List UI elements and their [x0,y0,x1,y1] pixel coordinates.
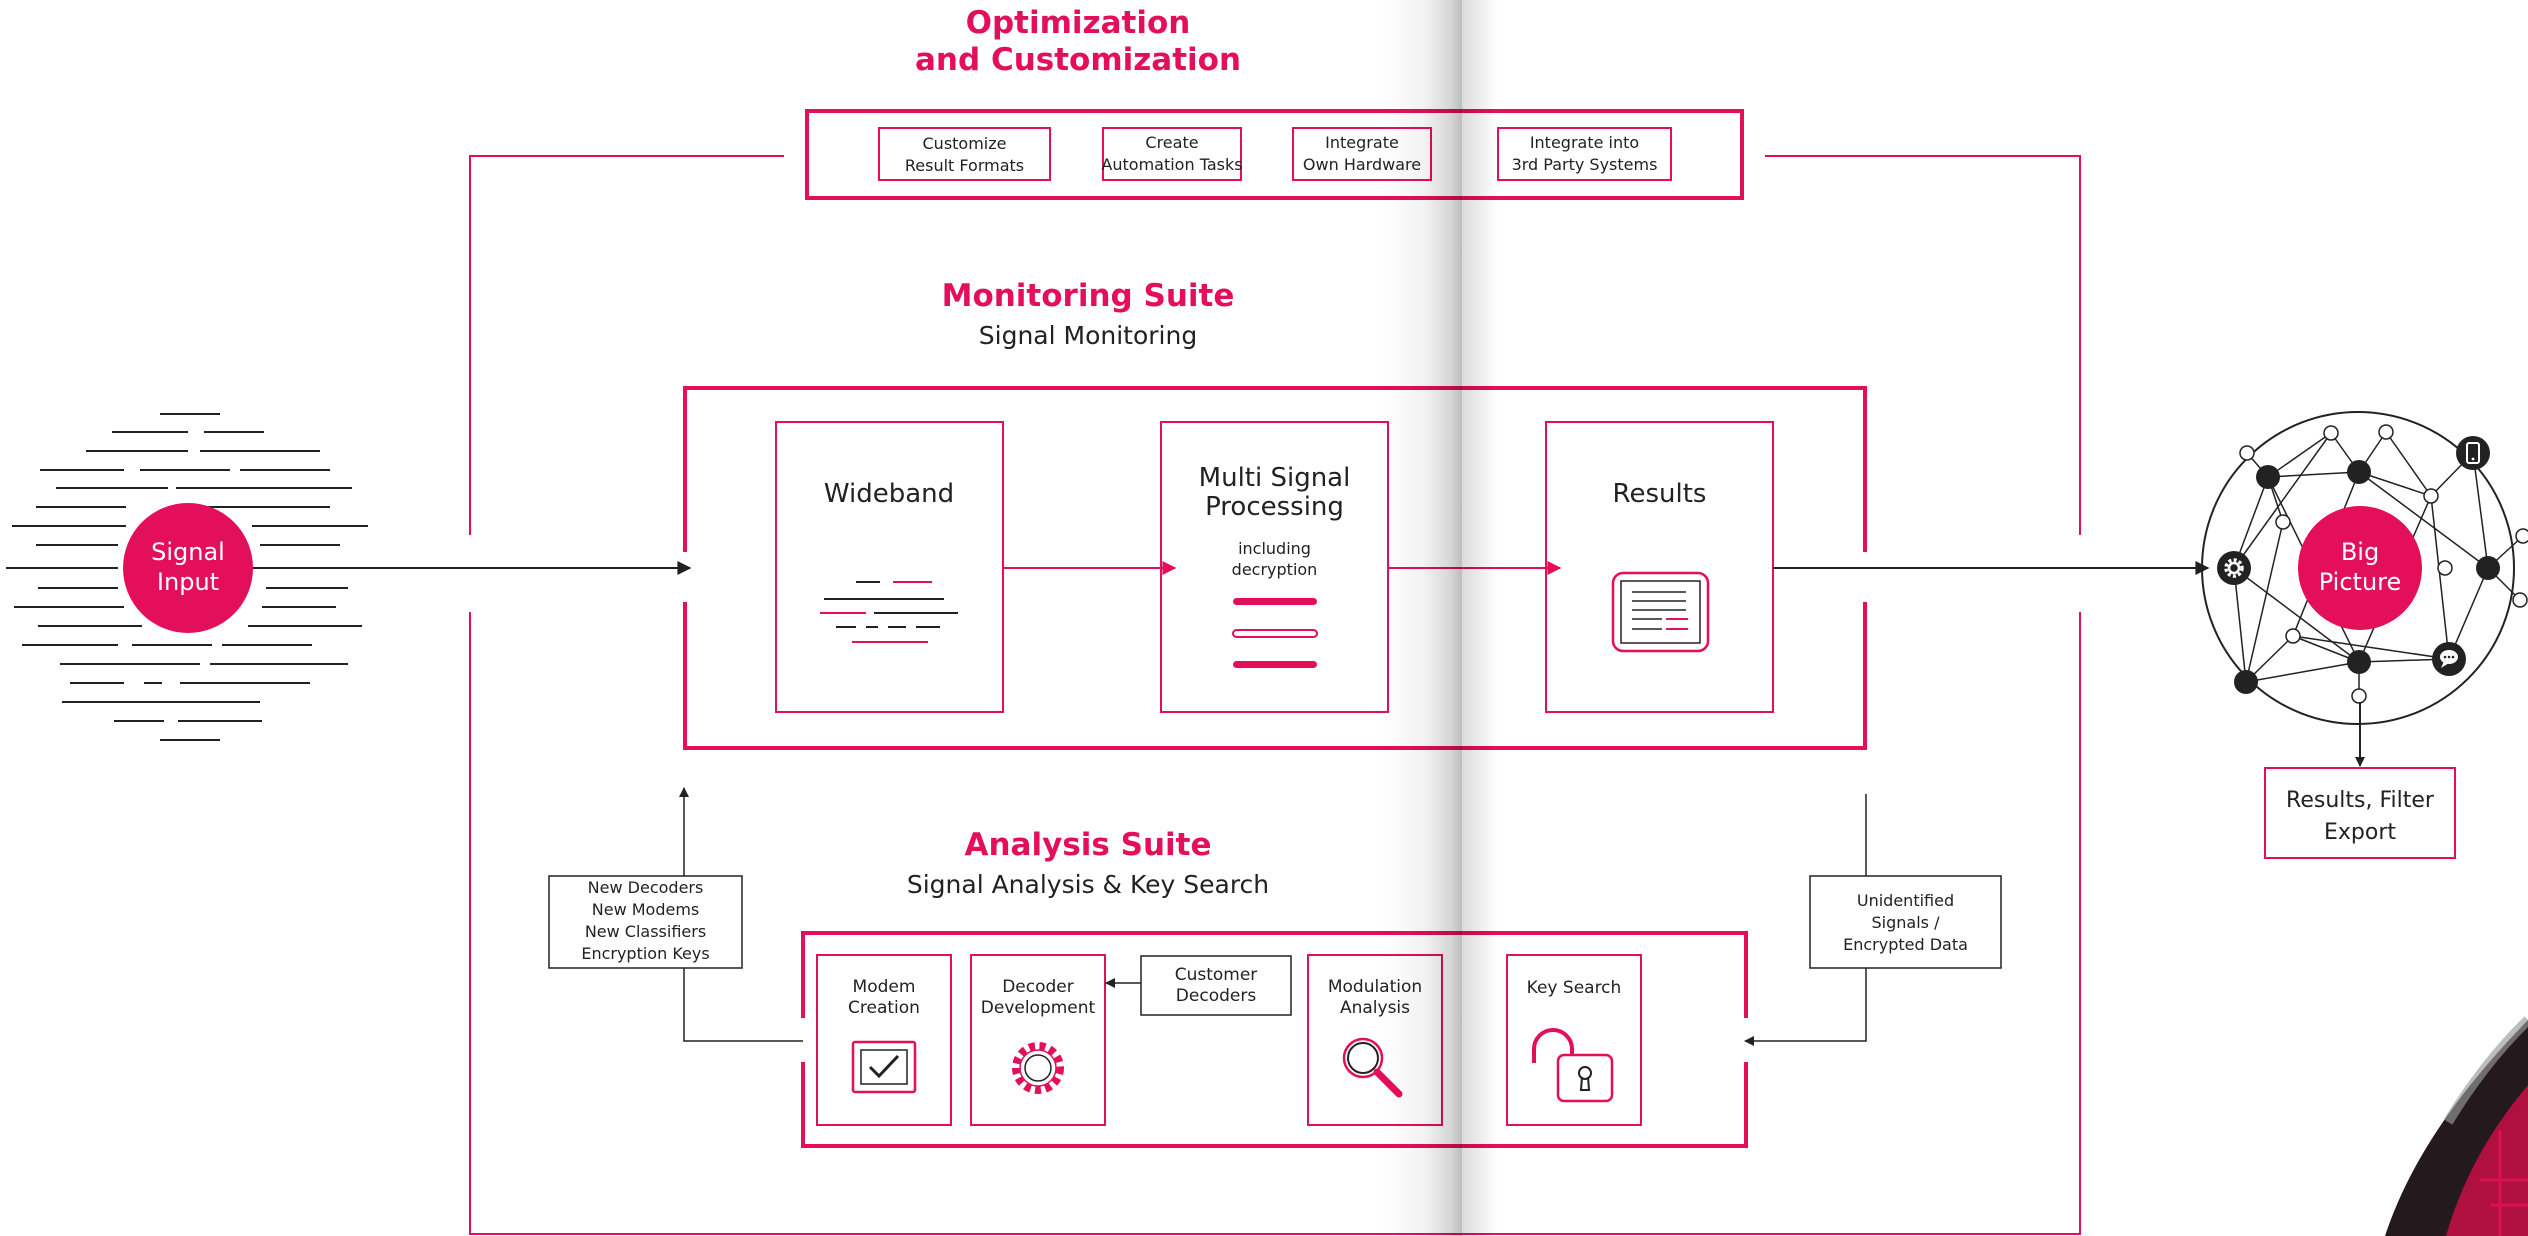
unlock-icon [1532,1028,1614,1103]
decoder-development-label-line1: Decoder [1002,977,1074,997]
modem-creation-box: Modem Creation [816,954,952,1126]
multi-signal-label-line2: Processing [1205,492,1344,522]
customer-decoders-box: Customer Decoders [1140,955,1292,1016]
opt-item-label: Integrate into [1530,133,1639,152]
signal-input-noise-lines [6,413,368,741]
multi-signal-note-line1: including [1238,539,1311,558]
big-picture-circle [2298,506,2422,630]
multi-signal-processing-box: Multi Signal Processing including decryp… [1160,421,1389,713]
customer-decoders-label-line2: Decoders [1176,986,1257,1006]
optimization-frame [805,109,1744,200]
analysis-frame [801,931,1748,1148]
processing-bars-icon [1232,598,1318,668]
opt-item-create-automation-tasks: Create Automation Tasks [1101,127,1243,181]
optimization-title-line2: and Customization [915,42,1241,78]
decoder-development-box: Decoder Development [970,954,1106,1126]
new-item-label: Encryption Keys [581,944,709,963]
phone-icon [2456,436,2490,470]
optimization-title-line1: Optimization [966,5,1191,41]
path-analysis-to-monitoring [679,787,803,1042]
opt-item-label: Customize [923,134,1007,153]
big-picture-label-line1: Big [2341,538,2379,566]
opt-item-customize-result-formats: Customize Result Formats [878,127,1051,181]
page-fold-highlight [1462,0,1498,1236]
new-item-label: New Classifiers [585,922,706,941]
monitoring-subtitle: Signal Monitoring [979,321,1197,350]
report-screen-icon [1611,571,1710,653]
analysis-subtitle: Signal Analysis & Key Search [907,870,1269,899]
customer-decoders-label-line1: Customer [1175,965,1258,985]
modem-creation-label-line1: Modem [853,977,916,997]
analysis-title: Analysis Suite [964,827,1211,863]
checkbox-icon [851,1040,917,1094]
new-items-box: New Decoders New Modems New Classifiers … [548,875,743,969]
wideband-label: Wideband [824,479,954,509]
outer-frame [469,155,2081,1235]
results-label: Results [1613,479,1707,509]
decorative-corner-graphic [2385,1016,2528,1236]
wideband-box: Wideband [775,421,1004,713]
decoder-development-label-line2: Development [981,998,1096,1018]
new-item-label: New Decoders [588,878,704,897]
unidentified-label: Unidentified [1857,891,1954,910]
monitoring-frame [683,386,1867,750]
modem-creation-label-line2: Creation [848,998,920,1018]
page-fold-shadow [1378,0,1462,1236]
results-filter-label-line1: Results, Filter [2286,788,2435,813]
signal-input-label-line1: Signal [151,538,225,566]
results-filter-label-line2: Export [2324,820,2396,845]
results-box: Results [1545,421,1774,713]
key-search-label: Key Search [1527,978,1622,998]
unidentified-signals-box: Unidentified Signals / Encrypted Data [1809,875,2002,969]
gear-icon [1012,1042,1064,1094]
opt-item-label: Automation Tasks [1101,155,1242,174]
results-filter-export-box: Results, Filter Export [2264,767,2456,859]
opt-item-label: Result Formats [905,156,1024,175]
signal-input-circle [123,503,253,633]
big-picture-label-line2: Picture [2319,568,2402,596]
chat-icon [2432,642,2466,676]
monitoring-title: Monitoring Suite [942,278,1235,314]
multi-signal-label-line1: Multi Signal [1199,463,1351,493]
gear-icon [2217,551,2251,585]
big-picture-network [2201,411,2528,725]
wideband-signal-icon [820,581,958,643]
opt-item-label: 3rd Party Systems [1512,155,1658,174]
multi-signal-note-line2: decryption [1232,560,1318,579]
opt-item-integrate-third-party: Integrate into 3rd Party Systems [1497,127,1672,181]
key-search-box: Key Search [1506,954,1642,1126]
opt-item-label: Create [1145,133,1198,152]
new-item-label: New Modems [592,900,700,919]
signal-input-label-line2: Input [157,568,219,596]
unidentified-label: Encrypted Data [1843,935,1968,954]
unidentified-label: Signals / [1872,913,1941,932]
